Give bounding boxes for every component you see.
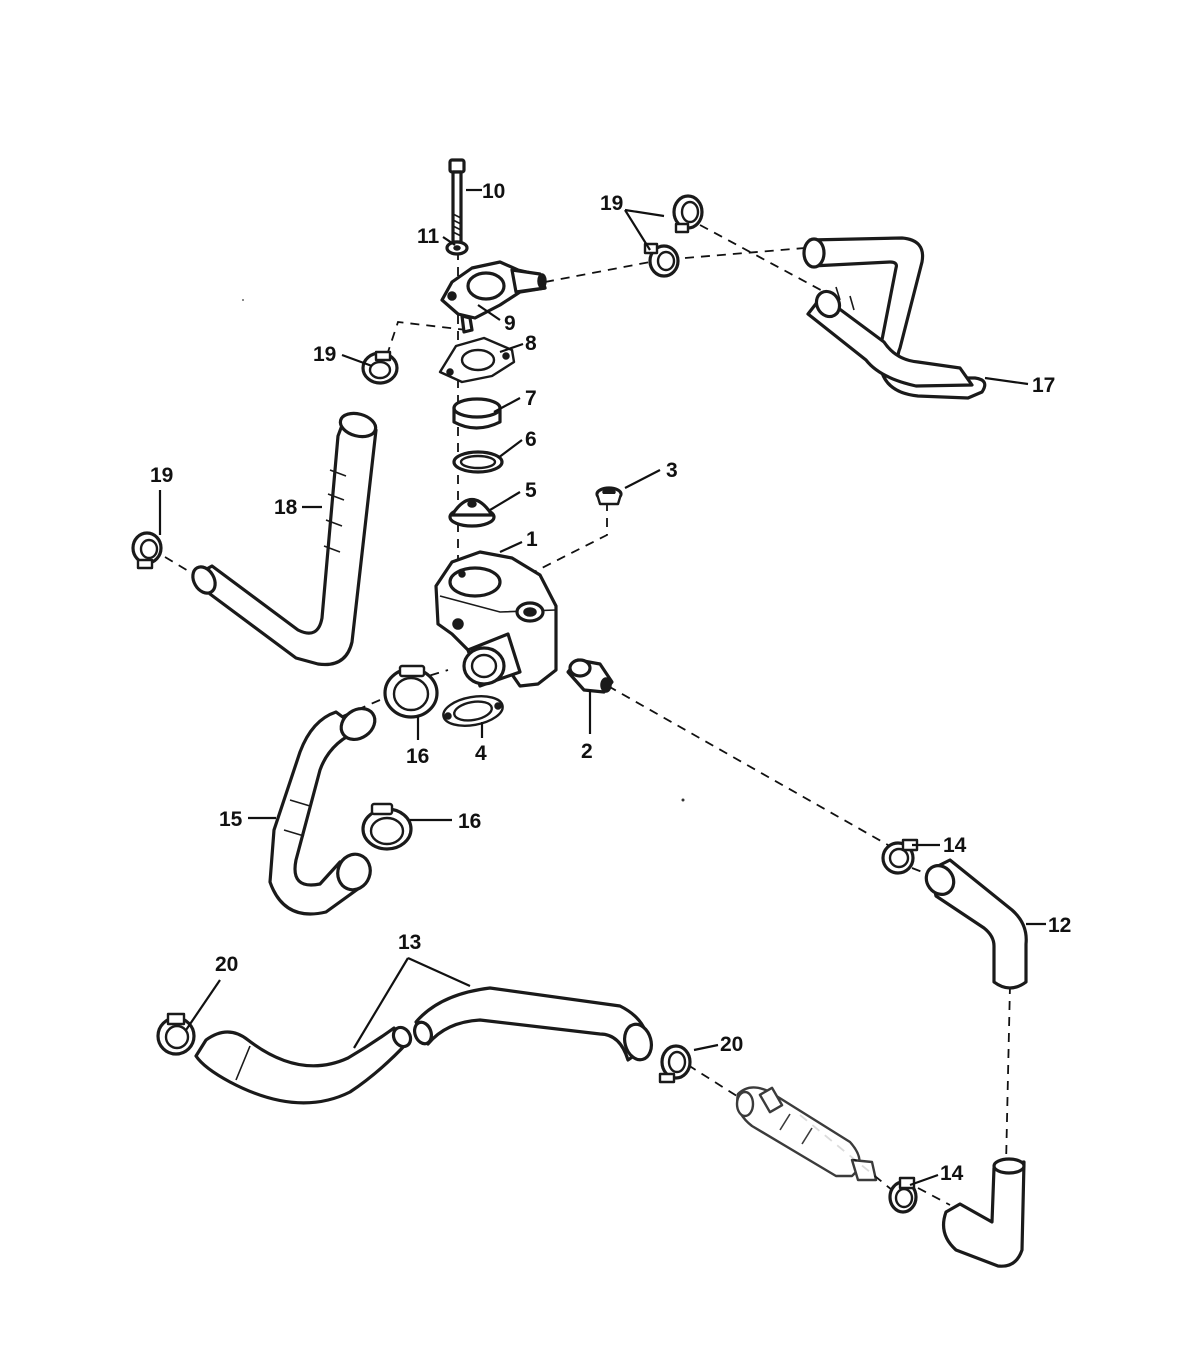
callout-5: 5 [525,479,537,502]
outlet-gasket [442,695,504,727]
leader-lines [158,188,1046,1187]
callout-10: 10 [482,180,505,203]
hose-upper-right [802,236,987,400]
thermostat [448,497,496,528]
callout-20-left: 20 [215,953,238,976]
callout-numbers: 10 11 9 8 7 6 5 3 1 2 4 16 16 15 18 17 1… [150,180,1071,1185]
callout-1: 1 [526,528,538,551]
hose-13-right [412,986,653,1062]
callout-15: 15 [219,808,243,831]
thermostat-housing [434,550,558,688]
callout-20-right: 20 [720,1033,743,1056]
callout-18: 18 [274,496,298,519]
callout-7: 7 [525,387,537,410]
callout-8: 8 [525,332,537,355]
hose-lower-left [268,706,377,916]
fitting [566,658,614,694]
thermostat-sleeve [452,397,502,430]
scan-speck [242,299,244,301]
callout-12: 12 [1048,914,1071,937]
callout-11: 11 [417,225,440,248]
callout-6: 6 [525,428,537,451]
hose-clamp-16-upper [383,664,439,719]
callout-14-upper: 14 [943,834,967,857]
hose-clamp-20-left [156,1012,196,1056]
hose-clamp-14-upper [881,838,919,875]
inline-fitting [735,1086,878,1182]
callout-19-top: 19 [600,192,623,215]
washer [445,240,469,256]
callout-19-left: 19 [150,464,173,487]
elbow-hose [924,858,1028,990]
callout-16-lower: 16 [458,810,481,833]
callout-17: 17 [1032,374,1055,397]
callout-13: 13 [398,931,421,954]
callout-3: 3 [666,459,678,482]
hose-clamp-20-right [658,1044,692,1084]
scan-speck [681,798,685,802]
callout-16-upper: 16 [406,745,429,768]
hose-clamp-19-left [131,531,163,570]
bolt [448,158,466,244]
callout-14-lower: 14 [940,1162,964,1185]
hose-clamp-14-lower [888,1176,918,1214]
hose-clamp-19-upper-left [361,350,399,385]
hose-13-left [194,1025,413,1105]
hose-clamp-19-mid-right [643,242,680,278]
callout-19-upper-left: 19 [313,343,336,366]
gasket [438,336,516,384]
callout-9: 9 [504,312,516,335]
callout-4: 4 [475,742,487,765]
plug [595,486,623,506]
thermostat-housing-cover [440,260,547,334]
seal-ring [452,450,504,474]
hose-clamp-19-top-right [672,194,704,234]
hose-clamp-16-lower [361,802,413,851]
hose-left [191,411,378,667]
callout-2: 2 [581,740,593,763]
lower-right-elbow-hose [942,1157,1026,1268]
